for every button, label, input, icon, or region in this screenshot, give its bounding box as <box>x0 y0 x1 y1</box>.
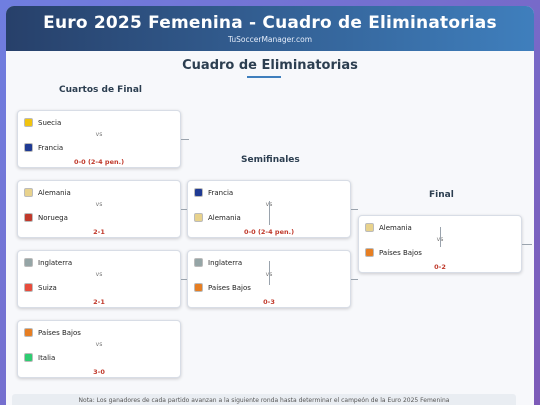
flag-icon <box>24 328 33 337</box>
bracket-connector <box>440 227 441 247</box>
team-name: Inglaterra <box>38 258 73 267</box>
team-name: Noruega <box>38 213 68 222</box>
team-away: Países Bajos <box>194 283 251 292</box>
flag-icon <box>24 283 33 292</box>
team-home: Alemania <box>24 188 71 197</box>
bracket-connector <box>269 261 270 285</box>
team-name: Italia <box>38 353 56 362</box>
round-label-semis: Semifinales <box>241 155 300 165</box>
team-home: Inglaterra <box>194 258 242 267</box>
team-away: Noruega <box>24 213 68 222</box>
team-name: Suiza <box>38 283 57 292</box>
match-score: 2-1 <box>93 298 105 306</box>
bracket-connector <box>269 201 270 225</box>
page-title: Euro 2025 Femenina - Cuadro de Eliminato… <box>43 13 497 33</box>
team-name: Países Bajos <box>379 248 422 257</box>
bracket-connector <box>181 209 187 210</box>
team-home: Países Bajos <box>24 328 81 337</box>
match-card-qf1[interactable]: Suecia vs Francia 0-0 (2-4 pen.) <box>17 110 181 168</box>
flag-icon <box>24 353 33 362</box>
title-underline <box>247 76 281 78</box>
flag-icon <box>24 188 33 197</box>
team-name: Alemania <box>38 188 71 197</box>
team-name: Alemania <box>208 213 241 222</box>
team-name: Alemania <box>379 223 412 232</box>
team-away: Francia <box>24 143 63 152</box>
team-name: Francia <box>208 188 234 197</box>
round-label-quarters: Cuartos de Final <box>59 85 142 95</box>
flag-icon <box>194 258 203 267</box>
match-score: 0-2 <box>434 263 446 271</box>
bracket-connector <box>181 279 187 280</box>
footer-note: Nota: Los ganadores de cada partido avan… <box>12 394 516 405</box>
match-score: 3-0 <box>93 368 105 376</box>
flag-icon <box>194 283 203 292</box>
flag-icon <box>365 223 374 232</box>
flag-icon <box>24 143 33 152</box>
vs-label: vs <box>95 201 103 208</box>
flag-icon <box>24 213 33 222</box>
match-score: 0-3 <box>263 298 275 306</box>
team-home: Inglaterra <box>24 258 72 267</box>
vs-label: vs <box>95 341 103 348</box>
team-name: Inglaterra <box>208 258 243 267</box>
match-score: 0-0 (2-4 pen.) <box>73 158 125 166</box>
match-score: 2-1 <box>93 228 105 236</box>
team-name: Países Bajos <box>38 328 81 337</box>
bracket-connector <box>351 279 358 280</box>
match-card-qf3[interactable]: Inglaterra vs Suiza 2-1 <box>17 250 181 308</box>
match-card-sf2[interactable]: Inglaterra vs Países Bajos 0-3 <box>187 250 351 308</box>
round-label-final: Final <box>429 190 454 200</box>
team-home: Alemania <box>365 223 412 232</box>
match-score: 0-0 (2-4 pen.) <box>243 228 295 236</box>
team-home: Francia <box>194 188 233 197</box>
team-name: Suecia <box>38 118 62 127</box>
flag-icon <box>24 258 33 267</box>
site-name: TuSoccerManager.com <box>227 35 313 44</box>
section-title: Cuadro de Eliminatorias <box>182 58 358 73</box>
team-away: Italia <box>24 353 55 362</box>
flag-icon <box>194 213 203 222</box>
bracket-connector <box>351 209 358 210</box>
vs-label: vs <box>95 131 103 138</box>
team-away: Países Bajos <box>365 248 422 257</box>
team-name: Países Bajos <box>208 283 251 292</box>
flag-icon <box>194 188 203 197</box>
page-header: Euro 2025 Femenina - Cuadro de Eliminato… <box>6 6 534 51</box>
match-card-qf4[interactable]: Países Bajos vs Italia 3-0 <box>17 320 181 378</box>
vs-label: vs <box>95 271 103 278</box>
team-name: Francia <box>38 143 64 152</box>
flag-icon <box>24 118 33 127</box>
team-away: Suiza <box>24 283 57 292</box>
team-away: Alemania <box>194 213 241 222</box>
match-card-qf2[interactable]: Alemania vs Noruega 2-1 <box>17 180 181 238</box>
match-card-sf1[interactable]: Francia vs Alemania 0-0 (2-4 pen.) <box>187 180 351 238</box>
flag-icon <box>365 248 374 257</box>
bracket-connector <box>522 244 532 245</box>
bracket-connector <box>181 139 189 140</box>
team-home: Suecia <box>24 118 61 127</box>
